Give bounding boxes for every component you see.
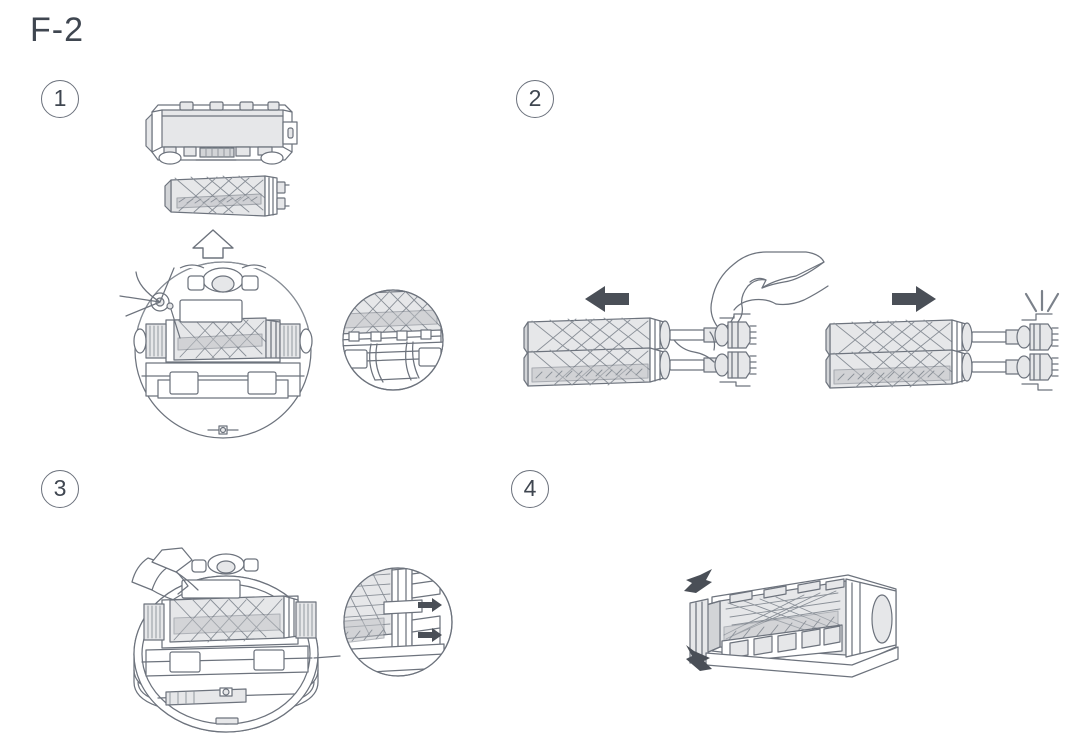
step-badge-2: 2 bbox=[516, 80, 554, 118]
brush-cover-closing bbox=[660, 555, 910, 685]
roller-brush-detached bbox=[523, 310, 774, 390]
step-badge-1-label: 1 bbox=[53, 84, 67, 111]
step-1-detail-callout bbox=[341, 288, 445, 392]
step-badge-2-label: 2 bbox=[528, 84, 542, 111]
step-badge-4-label: 4 bbox=[523, 474, 537, 501]
step-badge-3-label: 3 bbox=[53, 474, 67, 501]
arrow-right-solid-icon bbox=[890, 284, 938, 314]
brush-cover-part bbox=[140, 100, 300, 170]
snap-click-icon bbox=[1020, 288, 1064, 318]
arrow-up-outline-icon bbox=[190, 228, 236, 260]
roller-brush-attached bbox=[825, 312, 1076, 392]
step-badge-1: 1 bbox=[41, 80, 79, 118]
step-badge-3: 3 bbox=[41, 470, 79, 508]
step-3-detail-callout bbox=[340, 564, 456, 680]
arrow-left-solid-icon bbox=[583, 284, 631, 314]
step-badge-4: 4 bbox=[511, 470, 549, 508]
robot-vacuum-body-step3 bbox=[118, 542, 341, 742]
page-title: F-2 bbox=[30, 11, 84, 49]
roller-brush-part bbox=[164, 172, 290, 222]
robot-vacuum-underside bbox=[118, 258, 328, 443]
